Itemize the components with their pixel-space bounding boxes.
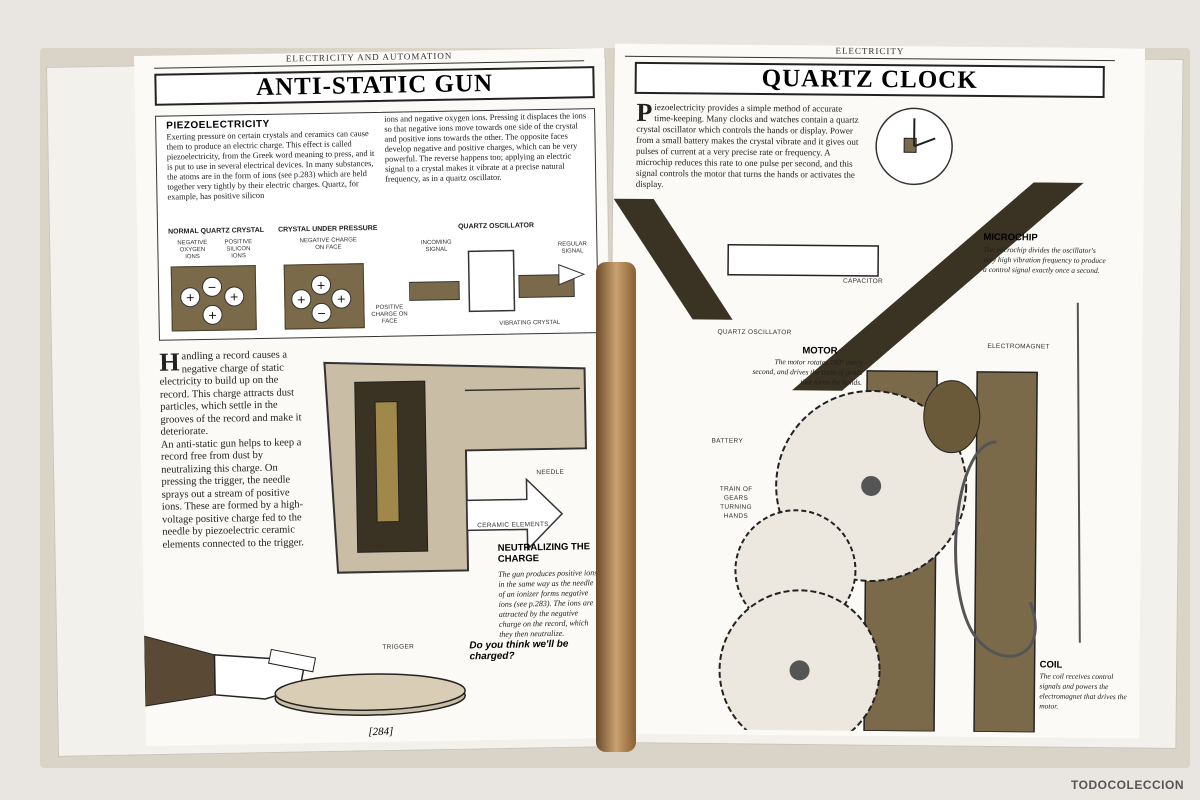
pos-silicon-label: POSITIVE SILICON IONS xyxy=(224,239,253,260)
ion-plus: + xyxy=(291,289,312,310)
microchip-text: The microchip divides the oscillator's v… xyxy=(983,244,1106,275)
clock-mechanism-illustration xyxy=(613,182,1084,734)
hand-record-illustration xyxy=(143,635,466,716)
ion-plus: + xyxy=(310,274,332,296)
right-running-head: ELECTRICITY xyxy=(624,43,1116,62)
piezo-text-col2: ions and negative oxygen ions. Pressing … xyxy=(384,111,587,184)
capacitor-label: CAPACITOR xyxy=(842,277,884,286)
piezo-heading: PIEZOELECTRICITY xyxy=(166,118,270,132)
pressure-crystal-illustration: + + + − xyxy=(283,263,365,330)
neg-oxygen-label: NEGATIVE OXYGEN IONS xyxy=(177,239,208,261)
dropcap-p: P xyxy=(636,97,653,128)
right-page-title: QUARTZ CLOCK xyxy=(634,61,1105,98)
body-text-2: An anti-static gun helps to keep a recor… xyxy=(160,436,305,551)
dropcap-h: H xyxy=(159,347,180,377)
left-page: ELECTRICITY AND AUTOMATION ANTI-STATIC G… xyxy=(134,47,616,747)
ion-plus: + xyxy=(180,287,201,308)
needle-label: NEEDLE xyxy=(536,468,565,477)
ion-plus: + xyxy=(224,286,245,307)
coil-text: The coil receives control signals and po… xyxy=(1039,671,1127,711)
intro-text: iezoelectricity provides a simple method… xyxy=(635,102,859,190)
train-gears-label: TRAIN OF GEARS TURNING HANDS xyxy=(719,485,753,520)
ion-plus: + xyxy=(331,288,352,309)
motor-heading: MOTOR xyxy=(802,345,838,357)
speech-bubble: Do you think we'll be charged? xyxy=(469,638,569,663)
piezoelectricity-box: PIEZOELECTRICITY Exerting pressure on ce… xyxy=(155,108,599,341)
body-text-1: andling a record causes a negative charg… xyxy=(159,349,302,438)
vibrating-crystal-label: VIBRATING CRYSTAL xyxy=(499,319,561,327)
left-page-title: ANTI-STATIC GUN xyxy=(154,66,595,106)
motor-text: The motor rotates 180° every second, and… xyxy=(752,357,863,387)
pressure-crystal-label: CRYSTAL UNDER PRESSURE xyxy=(278,224,378,234)
normal-crystal-illustration: + − + + xyxy=(170,265,257,332)
ion-plus: + xyxy=(202,304,223,325)
oscillator-illustration xyxy=(408,249,586,313)
ion-minus: − xyxy=(201,276,223,298)
page-number: [284] xyxy=(368,725,394,739)
anti-static-gun-illustration xyxy=(323,361,587,574)
book-gutter-battery xyxy=(596,262,636,752)
ceramic-elements-label: CERAMIC ELEMENTS xyxy=(477,520,549,530)
quartz-oscillator-label: QUARTZ OSCILLATOR xyxy=(717,328,792,337)
clock-face-illustration xyxy=(875,107,953,186)
electromagnet-label: ELECTROMAGNET xyxy=(987,342,1050,351)
coil-heading: COIL xyxy=(1039,659,1063,671)
regular-signal-label: REGULAR SIGNAL xyxy=(557,241,587,255)
ion-minus: − xyxy=(311,302,332,324)
neutralizing-text: The gun produces positive ions in the sa… xyxy=(498,568,598,639)
neutralizing-heading: NEUTRALIZING THE CHARGE xyxy=(497,541,591,565)
pos-charge-face-label: POSITIVE CHARGE ON FACE xyxy=(371,304,408,325)
normal-crystal-label: NORMAL QUARTZ CRYSTAL xyxy=(168,226,265,236)
neg-charge-face-label: NEGATIVE CHARGE ON FACE xyxy=(299,237,357,252)
incoming-signal-label: INCOMING SIGNAL xyxy=(420,239,452,254)
microchip-heading: MICROCHIP xyxy=(983,231,1038,244)
oscillator-label: QUARTZ OSCILLATOR xyxy=(457,222,535,231)
watermark: TODOCOLECCION xyxy=(1071,778,1184,792)
piezo-text-col1: Exerting pressure on certain crystals an… xyxy=(166,129,375,202)
battery-label: BATTERY xyxy=(711,437,744,445)
